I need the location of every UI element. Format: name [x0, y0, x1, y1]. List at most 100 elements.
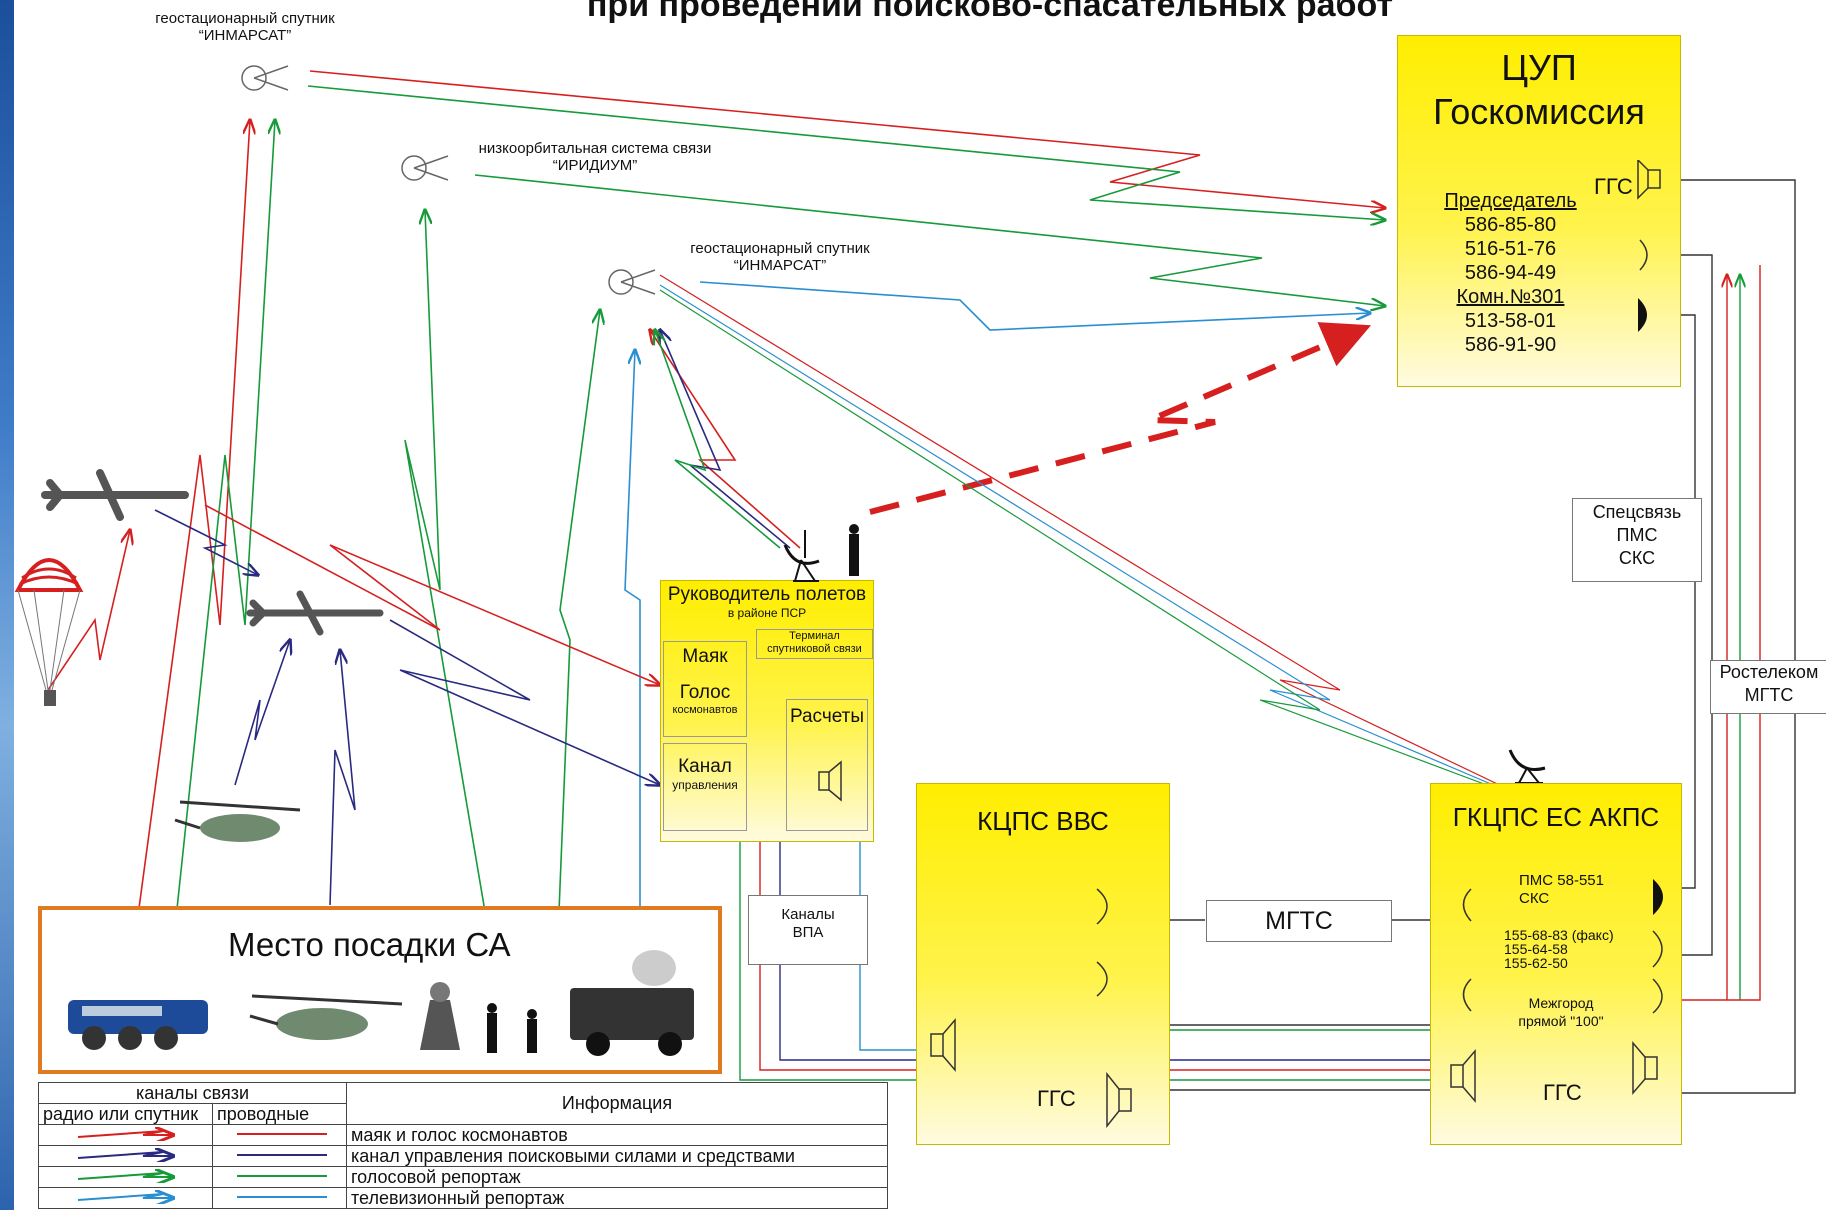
tsup-phone-list: Председатель 586-85-80 516-51-76 586-94-… — [1418, 189, 1603, 357]
page-title: при проведении поисково-спасательных раб… — [586, 0, 1394, 24]
left-edge-strip — [0, 0, 14, 1210]
calculations-panel: Расчеты — [786, 699, 868, 831]
tv-vehicle-icon — [570, 950, 694, 1056]
flight-director-subtitle: в районе ПСР — [727, 606, 807, 620]
satellite-label-inmarsat-top: геостационарный спутник “ИНМАРСАТ” — [120, 10, 370, 44]
kcps-vvs-box: КЦПС ВВС ГГС — [916, 783, 1170, 1145]
dashed-radio-link-flight-to-tsup — [869, 322, 1372, 515]
beacon-voice-panel: Маяк Голос космонавтов — [663, 641, 747, 737]
room-label: Комн.№301 — [1456, 286, 1565, 308]
satellite-type: геостационарный спутник — [155, 10, 335, 27]
legend-radio-swatch — [38, 1187, 213, 1209]
tsup-box: ЦУП Госкомиссия ГГС Председатель 586-85-… — [1397, 35, 1681, 387]
phone-number: 586-94-49 — [1464, 262, 1557, 284]
ggs-label: ГГС — [1594, 174, 1633, 199]
intercity-line: прямой "100" — [1518, 1013, 1604, 1029]
helicopter-icon — [249, 994, 403, 1040]
terminal-line: Терминал — [789, 630, 840, 642]
satellite-icon — [241, 65, 289, 91]
legend-row-text: телевизионный репортаж — [346, 1187, 888, 1209]
vehicle-icon — [68, 1000, 208, 1050]
kcps-title: КЦПС ВВС — [977, 806, 1109, 836]
pms-block: ПМС 58-551 СКС — [1519, 872, 1604, 908]
parachute-icon — [14, 558, 84, 706]
flight-director-box: Руководитель полетов в районе ПСР Маяк Г… — [660, 580, 874, 842]
terminal-line: спутниковой связи — [767, 643, 862, 655]
legend-row-text: голосовой репортаж — [346, 1166, 888, 1188]
legend-wired-header: проводные — [212, 1103, 347, 1125]
legend-radio-header: радио или спутник — [38, 1103, 213, 1125]
mgts-box: МГТС — [1206, 900, 1392, 942]
airplane-icon — [246, 590, 384, 636]
control-channel-label: Канал — [678, 756, 732, 777]
control-channel-sub-label: управления — [672, 778, 738, 792]
spec-line: СКС — [1618, 548, 1656, 568]
phone-number: 586-91-90 — [1464, 334, 1557, 356]
phone-number: 516-51-76 — [1464, 238, 1557, 260]
gkcps-title: ГКЦПС ЕС АКПС — [1452, 802, 1660, 832]
phone-number: 155-62-50 — [1504, 955, 1568, 971]
intercity-block: Межгород прямой "100" — [1491, 994, 1631, 1030]
speaker-icon — [1637, 160, 1661, 332]
tsup-title: ЦУП — [1501, 47, 1577, 88]
airplane-icon — [41, 469, 189, 521]
radio-link-inmarsat-top-green — [307, 85, 1385, 220]
person-icon — [487, 1003, 537, 1053]
radio-link-iridium-green — [474, 174, 1385, 306]
satellite-type: геостационарный спутник — [690, 240, 870, 257]
intercity-line: Межгород — [1528, 995, 1594, 1011]
spec-line: Спецсвязь — [1592, 502, 1682, 522]
speaker-icon — [930, 888, 1132, 1129]
chairman-label: Председатель — [1444, 190, 1577, 212]
legend-radio-swatch — [38, 1124, 213, 1146]
legend-row: телевизионный репортаж — [38, 1187, 888, 1209]
satellite-icon — [608, 269, 656, 295]
rostelecom-line: МГТС — [1744, 685, 1794, 705]
legend-channels-header: каналы связи — [38, 1082, 347, 1104]
ggs-label: ГГС — [1543, 1080, 1582, 1105]
legend-row: маяк и голос космонавтов — [38, 1124, 888, 1146]
spec-comms-box: Спецсвязь ПМС СКС — [1572, 498, 1702, 582]
pms-label: ПМС 58-551 — [1519, 872, 1604, 889]
satellite-terminal-panel: Терминал спутниковой связи — [756, 629, 873, 659]
radio-link-inmarsat-top-red — [309, 70, 1385, 208]
satellite-name: “ИРИДИУМ” — [552, 157, 638, 174]
legend-row: голосовой репортаж — [38, 1166, 888, 1188]
legend-radio-swatch — [38, 1145, 213, 1167]
tsup-subtitle: Госкомиссия — [1433, 91, 1645, 132]
vpa-line: ВПА — [792, 924, 824, 941]
antenna-icon — [783, 530, 820, 582]
legend-wired-swatch — [212, 1145, 347, 1167]
legend-row-text: маяк и голос космонавтов — [346, 1124, 888, 1146]
rostelecom-box: Ростелеком МГТС — [1710, 660, 1826, 714]
vpa-line: Каналы — [781, 906, 835, 923]
radio-link-inmarsat-mid-to-gkcps — [659, 274, 1511, 791]
voice-sub-label: космонавтов — [672, 704, 738, 716]
satellite-type: низкоорбитальная система связи — [478, 140, 712, 157]
voice-label: Голос — [679, 682, 731, 703]
legend-wired-swatch — [212, 1124, 347, 1146]
legend-row: канал управления поисковыми силами и сре… — [38, 1145, 888, 1167]
calculations-label: Расчеты — [789, 706, 865, 727]
rostelecom-line: Ростелеком — [1719, 662, 1819, 682]
radio-link-landing-to-inmarsat-top — [130, 120, 250, 975]
speaker-icon — [818, 760, 842, 802]
legend-row-text: канал управления поисковыми силами и сре… — [346, 1145, 888, 1167]
satellite-name: “ИНМАРСАТ” — [733, 257, 827, 274]
satellite-name: “ИНМАРСАТ” — [198, 27, 292, 44]
landing-site-label: Место посадки СА — [228, 926, 511, 963]
radio-link-landing-to-iridium — [404, 210, 501, 1001]
ggs-label: ГГС — [1037, 1086, 1076, 1111]
phone-number: 513-58-01 — [1464, 310, 1557, 332]
satellite-label-inmarsat-mid: геостационарный спутник “ИНМАРСАТ” — [650, 240, 910, 274]
person-icon — [849, 524, 859, 576]
landing-site-box: Место посадки СА — [38, 906, 722, 1074]
legend-info-header: Информация — [346, 1082, 888, 1125]
phone-number: 586-85-80 — [1464, 214, 1557, 236]
phone-number: 155-68-83 (факс) — [1504, 927, 1614, 943]
legend-radio-swatch — [38, 1166, 213, 1188]
flight-director-title: Руководитель полетов — [667, 584, 867, 605]
gkcps-phone-list: 155-68-83 (факс) 155-64-58 155-62-50 — [1504, 928, 1614, 970]
control-channel-panel: Канал управления — [663, 743, 747, 831]
